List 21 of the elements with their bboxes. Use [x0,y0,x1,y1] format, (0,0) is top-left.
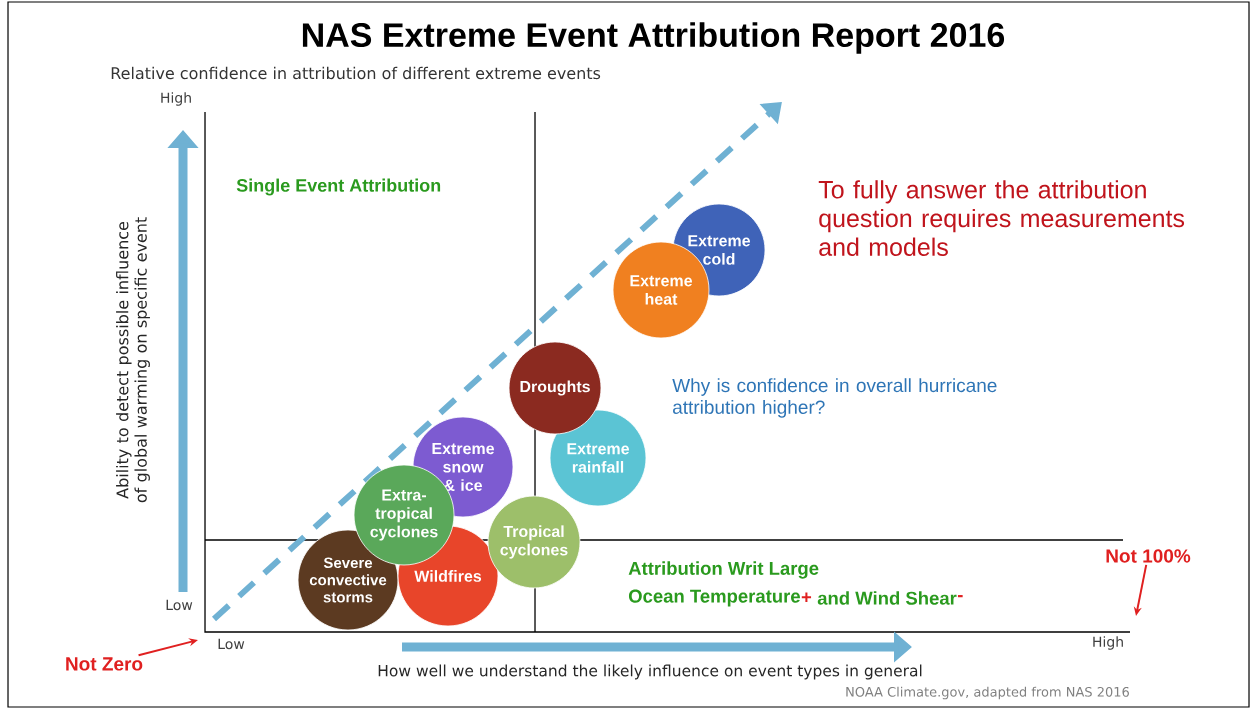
axis-title: How well we understand the likely influence on event types in general [378,664,922,680]
quadrant-label: Single Event Attribution [236,178,441,196]
axis-tick-label: Low [166,599,193,611]
factor-label: Ocean Temperature [628,589,800,607]
event-bubble: Tropical cyclones [487,495,581,589]
axis-tick-label: Low [218,638,245,650]
axis-title: Ability to detect possible influence of global warming on specific event [116,217,150,503]
callout-text: Not Zero [66,657,143,671]
axis-tick-label: High [161,92,191,106]
quadrant-label: Attribution Writ Large [628,561,819,579]
sign-label: + [801,592,812,602]
title: NAS Extreme Event Attribution Report 2016 [302,22,1005,54]
note-text: To fully answer the attribution question requires measurements and models [818,180,1185,256]
chart-subtitle: Relative confidence in attribution of different extreme events [111,66,601,80]
question-text: Why is confidence in overall hurricane attribution higher? [672,378,997,418]
axis-tick-label: High [1093,636,1123,650]
sign-label: - [957,595,963,598]
callout-text: Not 100% [1106,549,1191,563]
factor-label: and Wind Shear [817,591,957,605]
event-bubble: Droughts [508,341,602,435]
source-note: NOAA Climate.gov, adapted from NAS 2016 [846,686,1129,700]
